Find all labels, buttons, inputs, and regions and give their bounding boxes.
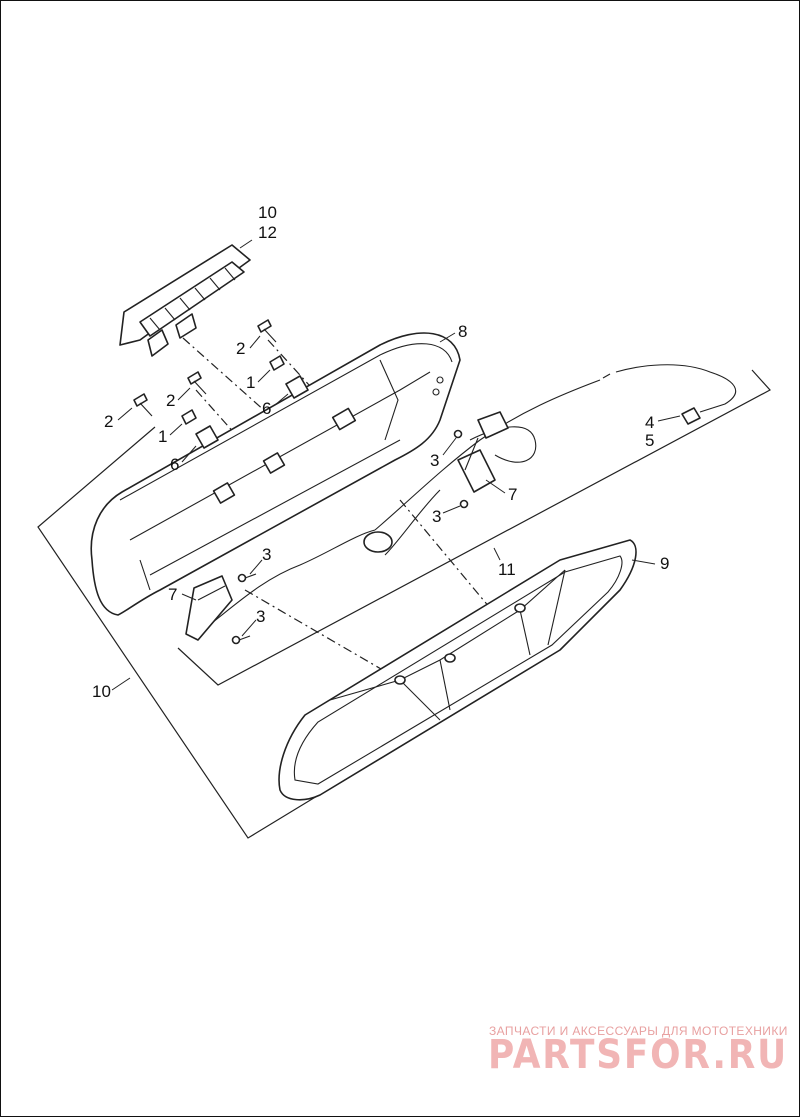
callout-3-d: 3 <box>256 607 265 626</box>
callout-5: 5 <box>645 431 654 450</box>
callout-10-top: 10 <box>258 203 277 222</box>
callout-9: 9 <box>660 554 669 573</box>
part-6-clip-a <box>285 375 309 399</box>
part-1-nut-b <box>181 409 197 425</box>
part-3-screw-d <box>231 635 251 645</box>
part-3-screw-b <box>459 499 469 509</box>
leader-lines <box>111 239 681 691</box>
part-6-clip-b <box>195 425 219 449</box>
callout-2-a: 2 <box>236 339 245 358</box>
part-7-lamp-right <box>457 411 509 493</box>
part-1-nut-a <box>269 355 285 371</box>
part-4-connector <box>681 407 701 425</box>
callout-8: 8 <box>458 322 467 341</box>
callout-2-c: 2 <box>104 412 113 431</box>
watermark: ЗАПЧАСТИ И АКСЕССУАРЫ ДЛЯ МОТОТЕХНИКИ PA… <box>488 1024 788 1078</box>
part-2-screw-c <box>133 393 153 417</box>
callout-4: 4 <box>645 413 654 432</box>
callouts: 10 12 8 2 1 6 2 2 1 6 3 7 3 4 5 11 9 3 7… <box>92 203 669 701</box>
callout-12: 12 <box>258 223 277 242</box>
bracket-harness-11 <box>177 369 771 686</box>
callout-6-b: 6 <box>170 455 179 474</box>
watermark-brand: PARTSFOR.RU <box>488 1032 788 1078</box>
callout-10-bottom: 10 <box>92 682 111 701</box>
part-2-screw-b <box>187 371 207 395</box>
part-9-frame <box>278 539 637 801</box>
part-3-screw-c <box>237 573 257 583</box>
part-12-lamp-lens <box>119 244 251 357</box>
callout-2-b: 2 <box>166 391 175 410</box>
callout-3-c: 3 <box>262 545 271 564</box>
callout-3-b: 3 <box>432 507 441 526</box>
callout-6-a: 6 <box>262 399 271 418</box>
part-7-lamp-left <box>185 575 233 641</box>
callout-7-b: 7 <box>168 585 177 604</box>
callout-7-a: 7 <box>508 485 517 504</box>
callout-3-a: 3 <box>430 451 439 470</box>
part-8-housing <box>90 332 461 616</box>
part-3-screw-a <box>453 429 463 439</box>
callout-1-b: 1 <box>158 427 167 446</box>
part-2-screw-a <box>257 319 277 343</box>
watermark-subtitle: ЗАПЧАСТИ И АКСЕССУАРЫ ДЛЯ МОТОТЕХНИКИ <box>489 1024 788 1038</box>
callout-11: 11 <box>498 560 516 579</box>
callout-1-a: 1 <box>246 373 255 392</box>
